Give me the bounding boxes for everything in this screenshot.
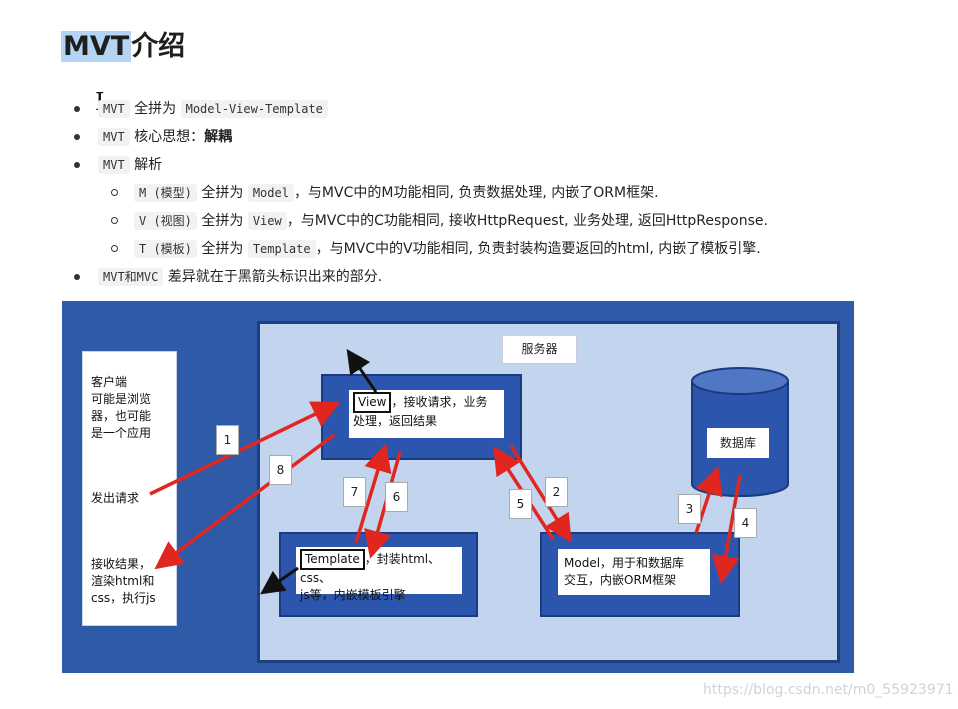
model-text: Model，用于和数据库交互，内嵌ORM框架: [558, 549, 710, 595]
arrow-7: [354, 443, 392, 544]
view-text: View，接收请求，业务处理，返回结果: [349, 390, 504, 438]
sub-list-item: V (视图) 全拼为 View，与MVC中的C功能相同, 接收HttpReque…: [68, 207, 768, 235]
watermark: https://blog.csdn.net/m0_55923971: [703, 682, 954, 698]
list-item: MVT 全拼为 Model-View-Template: [68, 95, 768, 123]
bullet-list: MVT 全拼为 Model-View-Template MVT 核心思想：解耦 …: [68, 95, 768, 291]
list-item: MVT 解析: [68, 151, 768, 179]
client-send: 发出请求: [91, 491, 140, 505]
list-item: MVT 核心思想：解耦: [68, 123, 768, 151]
sub-list-item: M (模型) 全拼为 Model，与MVC中的M功能相同, 负责数据处理, 内嵌…: [68, 179, 768, 207]
step-label: 6: [385, 482, 408, 512]
black-arrow-view: [346, 349, 378, 393]
black-arrows: [260, 349, 378, 595]
arrow-4: [711, 474, 742, 584]
step-label: 2: [545, 477, 568, 507]
arrow-2: [509, 445, 572, 543]
template-text: Template，封装html、css、js等，内嵌模板引擎: [296, 547, 462, 602]
title-rest: 介绍: [131, 31, 186, 62]
step-label: 5: [509, 489, 532, 519]
step-label: 7: [343, 477, 366, 507]
flow-arrows: [149, 401, 742, 584]
step-label: 4: [734, 508, 757, 538]
database-label: 数据库: [707, 428, 769, 458]
arrow-8: [154, 433, 336, 570]
list-item: MVT和MVC 差异就在于黑箭头标识出来的部分.: [68, 263, 768, 291]
black-arrow-template: [260, 566, 299, 595]
arrow-1: [149, 401, 341, 496]
client-desc: 客户端可能是浏览器，也可能是一个应用: [91, 375, 152, 440]
step-label: 3: [678, 494, 701, 524]
server-label: 服务器: [502, 335, 577, 364]
step-label: 1: [216, 425, 239, 455]
page-title: MVT介绍: [61, 24, 185, 63]
sub-list-item: T (模板) 全拼为 Template，与MVC中的V功能相同, 负责封装构造要…: [68, 235, 768, 263]
title-highlight: MVT: [61, 31, 132, 62]
step-label: 8: [269, 455, 292, 485]
